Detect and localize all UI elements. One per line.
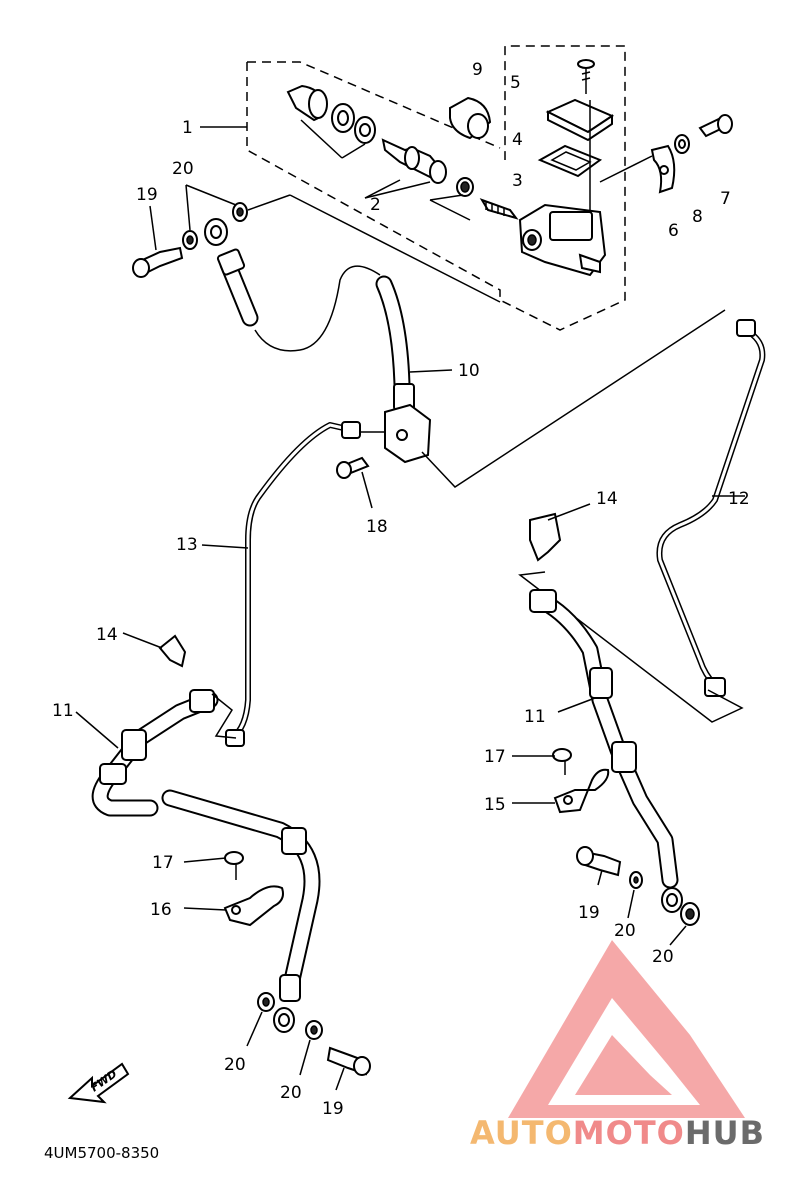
- label-8: 8: [692, 207, 703, 227]
- bolt-7: [698, 114, 733, 138]
- brake-pipe-12: [656, 319, 766, 697]
- diagram-code: 4UM5700-8350: [44, 1144, 159, 1162]
- label-18: 18: [366, 517, 388, 537]
- label-7: 7: [720, 189, 731, 209]
- label-10: 10: [458, 361, 480, 381]
- washer-20-bottom-a: [257, 992, 275, 1012]
- brake-hose-11-left: [91, 689, 321, 1033]
- bolt-17-right: [552, 748, 572, 775]
- watermark-text-moto: MOTO: [573, 1114, 685, 1152]
- label-9: 9: [472, 60, 483, 80]
- bolt-18: [336, 456, 370, 479]
- washer-20-top-a: [182, 230, 198, 250]
- label-2: 2: [370, 195, 381, 215]
- label-16: 16: [150, 900, 172, 920]
- label-20-right-b: 20: [652, 947, 674, 967]
- label-17-left: 17: [152, 853, 174, 873]
- bolt-19-bottom: [326, 1046, 371, 1076]
- clip-14-left: [158, 634, 187, 668]
- label-6: 6: [668, 221, 679, 241]
- label-14-left: 14: [96, 625, 118, 645]
- washer-20-right-b: [680, 902, 700, 926]
- bracket-15: [553, 768, 610, 814]
- diaphragm: [537, 144, 603, 178]
- reservoir-cap: [545, 98, 615, 142]
- label-5: 5: [510, 73, 521, 93]
- bolt-17-left: [224, 851, 244, 880]
- label-15: 15: [484, 795, 506, 815]
- clip-14-right: [529, 512, 562, 562]
- holder-part: [650, 144, 676, 194]
- svg-text:AUTOMOTOHUB: AUTOMOTOHUB: [470, 1114, 765, 1152]
- banjo-fitting-top: [204, 218, 259, 327]
- boot-part: [449, 96, 492, 140]
- bolt-19-right: [576, 846, 622, 877]
- label-20-bottom-a: 20: [224, 1055, 246, 1075]
- label-3: 3: [512, 171, 523, 191]
- watermark-logo-icon: [508, 940, 745, 1118]
- brake-pipe-13: [225, 421, 361, 747]
- label-11-right: 11: [524, 707, 546, 727]
- brake-hose-10: [375, 275, 415, 411]
- label-20-bottom-b: 20: [280, 1083, 302, 1103]
- label-19-bottom: 19: [322, 1099, 344, 1119]
- label-13: 13: [176, 535, 198, 555]
- label-19-right: 19: [578, 903, 600, 923]
- washer-20-bottom-b: [305, 1020, 323, 1040]
- screw-5: [577, 59, 595, 94]
- label-11-left: 11: [52, 701, 74, 721]
- assembly-outline: [200, 45, 626, 331]
- label-20-right-a: 20: [614, 921, 636, 941]
- label-14-right: 14: [596, 489, 618, 509]
- washer-8: [674, 134, 690, 154]
- label-1: 1: [182, 118, 193, 138]
- piston-kit: [286, 84, 519, 220]
- master-cylinder-body: [518, 203, 607, 277]
- brake-joint: [384, 403, 432, 464]
- bracket-16: [223, 885, 284, 927]
- label-4: 4: [512, 130, 523, 150]
- bolt-19-top: [132, 246, 184, 278]
- watermark-text-hub: HUB: [685, 1114, 765, 1152]
- label-12: 12: [728, 489, 750, 509]
- washer-20-top-b: [232, 202, 248, 222]
- fwd-arrow-icon: [67, 1062, 130, 1104]
- watermark-text-auto: AUTO: [470, 1114, 573, 1152]
- label-19-top: 19: [136, 185, 158, 205]
- label-20-top: 20: [172, 159, 194, 179]
- brake-hose-11-right: [529, 589, 683, 913]
- label-17-right: 17: [484, 747, 506, 767]
- washer-20-right-a: [629, 871, 643, 889]
